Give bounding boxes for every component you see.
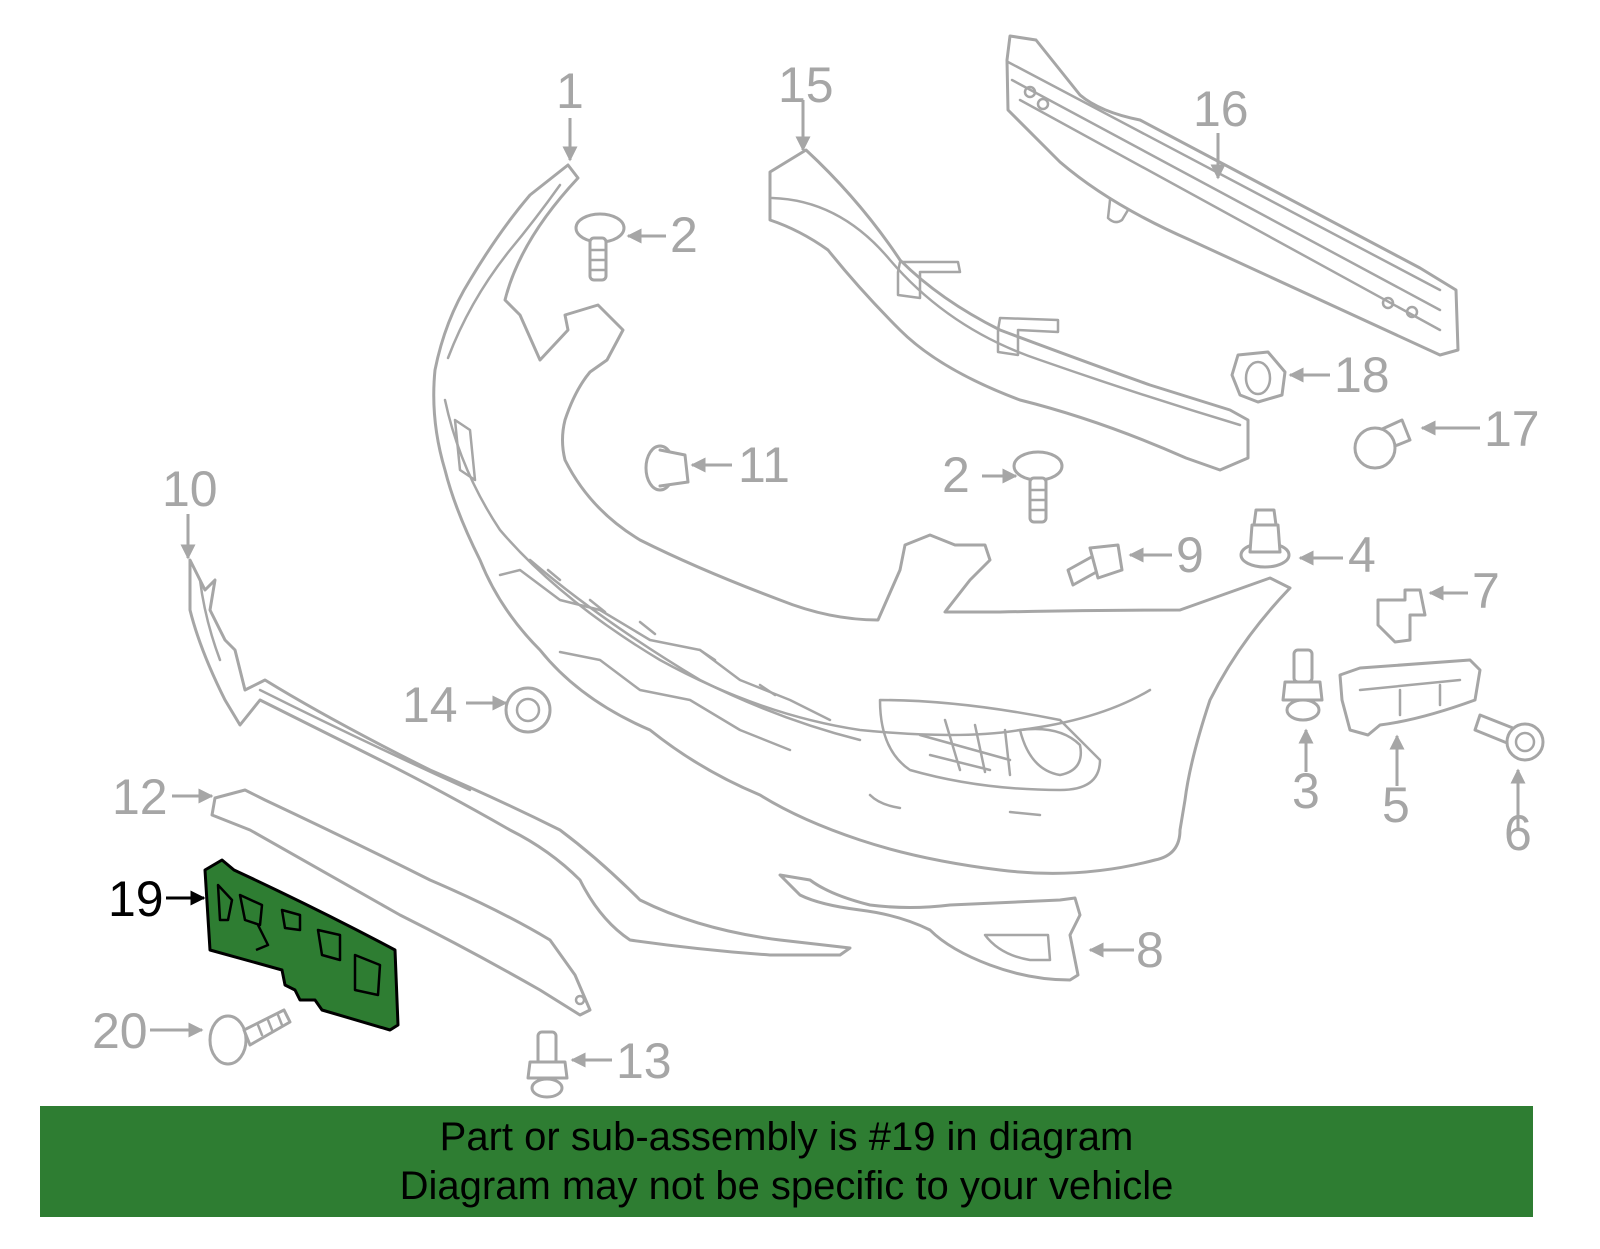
part-5-bracket (1338, 658, 1482, 737)
caption-banner: Part or sub-assembly is #19 in diagram D… (40, 1106, 1533, 1217)
part-8-bezel (778, 873, 1082, 982)
part-14-grommet (504, 686, 552, 734)
part-19-license-bracket (203, 858, 400, 1032)
part-10-lower-molding (188, 558, 852, 957)
part-12-lower-trim (210, 788, 592, 1017)
callout-20: 20 (92, 1003, 148, 1059)
callout-18: 18 (1334, 347, 1390, 403)
caption-line-1: Part or sub-assembly is #19 in diagram (439, 1114, 1134, 1159)
part-16-reinforcement-beam (1005, 34, 1460, 357)
callout-11: 11 (738, 437, 790, 493)
caption-line-2: Diagram may not be specific to your vehi… (399, 1163, 1174, 1208)
callout-14: 14 (402, 677, 458, 733)
callout-15: 15 (778, 57, 834, 113)
part-9-bolt (1066, 543, 1124, 587)
part-11-grommet (644, 444, 690, 492)
callout-17: 17 (1484, 401, 1540, 457)
leader-lines (150, 100, 1526, 1068)
part-7-clip (1376, 588, 1427, 644)
part-4-nut (1239, 508, 1291, 569)
part-3-bolt (1281, 648, 1324, 722)
callout-2b: 2 (942, 447, 970, 503)
callout-2a: 2 (670, 207, 698, 263)
part-13-bolt (526, 1030, 569, 1099)
part-2b-push-pin (1012, 450, 1064, 524)
part-18-nut (1230, 350, 1287, 404)
callout-labels: 1 2 2 3 4 5 6 7 8 9 10 11 12 13 14 15 16… (92, 57, 1540, 1089)
callout-9: 9 (1176, 527, 1204, 583)
callout-16: 16 (1193, 81, 1249, 137)
callout-1: 1 (556, 63, 584, 119)
callout-8: 8 (1136, 922, 1164, 978)
callout-4: 4 (1348, 527, 1376, 583)
callout-12: 12 (112, 769, 168, 825)
callout-13: 13 (616, 1033, 672, 1089)
part-1-bumper-cover (432, 163, 1292, 875)
part-6-bolt (1473, 713, 1545, 762)
callout-3: 3 (1292, 763, 1320, 819)
part-20-push-pin (208, 1008, 292, 1066)
part-2a-push-pin (574, 212, 626, 282)
callout-5: 5 (1382, 777, 1410, 833)
part-15-energy-absorber (768, 148, 1250, 472)
part-17-bolt (1353, 418, 1412, 470)
callout-10: 10 (162, 461, 218, 517)
callout-19: 19 (108, 871, 164, 927)
callout-6: 6 (1504, 805, 1532, 861)
callout-7: 7 (1472, 563, 1500, 619)
